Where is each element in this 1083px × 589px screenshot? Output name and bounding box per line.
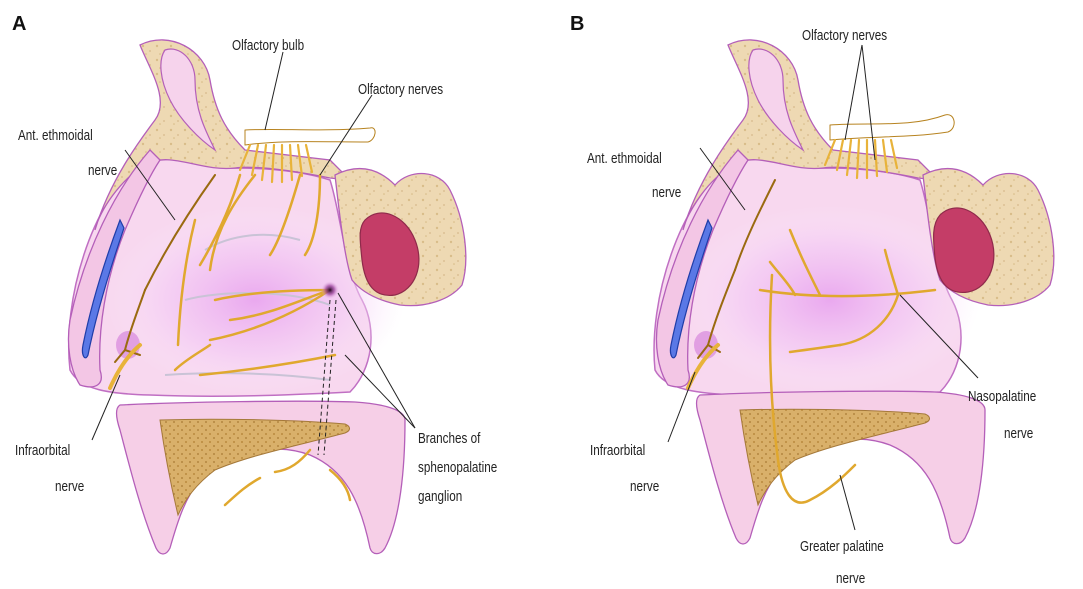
panel-b-label-olfactory-nerves: Olfactory nerves xyxy=(802,27,887,44)
panel-a-label-olfactory-bulb: Olfactory bulb xyxy=(232,37,304,54)
panel-a-leader-olfactory-nerves xyxy=(320,95,372,175)
panel-a-sphenopalatine-ganglion xyxy=(321,281,339,299)
panel-a-olfactory-bulb xyxy=(245,128,375,145)
panel-b-label-greater-palatine-line2: nerve xyxy=(836,570,865,587)
panel-a-palate-bone xyxy=(160,419,350,515)
panel-b-label-infraorbital-line2: nerve xyxy=(630,478,659,495)
panel-a-label-ant-ethmoidal-line2: nerve xyxy=(88,162,117,179)
panel-a-label-branches-line1: Branches of xyxy=(418,430,481,447)
panel-b-label-ant-ethmoidal-line2: nerve xyxy=(652,184,681,201)
panel-b-leader-olfactory-nerves-2 xyxy=(862,45,875,160)
panel-a-label-infraorbital-line1: Infraorbital xyxy=(15,442,70,459)
panel-b: B xyxy=(570,13,1054,586)
panel-a: A xyxy=(12,13,497,554)
panel-b-label-infraorbital-line1: Infraorbital xyxy=(590,442,645,459)
panel-b-palate-bone xyxy=(740,409,930,505)
panel-a-letter: A xyxy=(12,13,26,35)
panel-a-label-ant-ethmoidal-line1: Ant. ethmoidal xyxy=(18,127,93,144)
panel-a-label-infraorbital-line2: nerve xyxy=(55,478,84,495)
panel-b-label-nasopalatine-line2: nerve xyxy=(1004,425,1033,442)
panel-b-leader-greater-palatine xyxy=(840,475,855,530)
panel-a-leader-olfactory-bulb xyxy=(265,52,283,130)
panel-a-label-branches-line2: sphenopalatine xyxy=(418,459,497,476)
panel-a-label-branches-line3: ganglion xyxy=(418,488,462,505)
panel-b-label-nasopalatine-line1: Nasopalatine xyxy=(968,388,1036,405)
panel-b-leader-olfactory-nerves-1 xyxy=(845,45,862,140)
panel-b-letter: B xyxy=(570,13,584,35)
panel-b-label-greater-palatine-line1: Greater palatine xyxy=(800,538,884,555)
panel-b-label-ant-ethmoidal-line1: Ant. ethmoidal xyxy=(587,150,662,167)
panel-a-label-olfactory-nerves: Olfactory nerves xyxy=(358,81,443,98)
